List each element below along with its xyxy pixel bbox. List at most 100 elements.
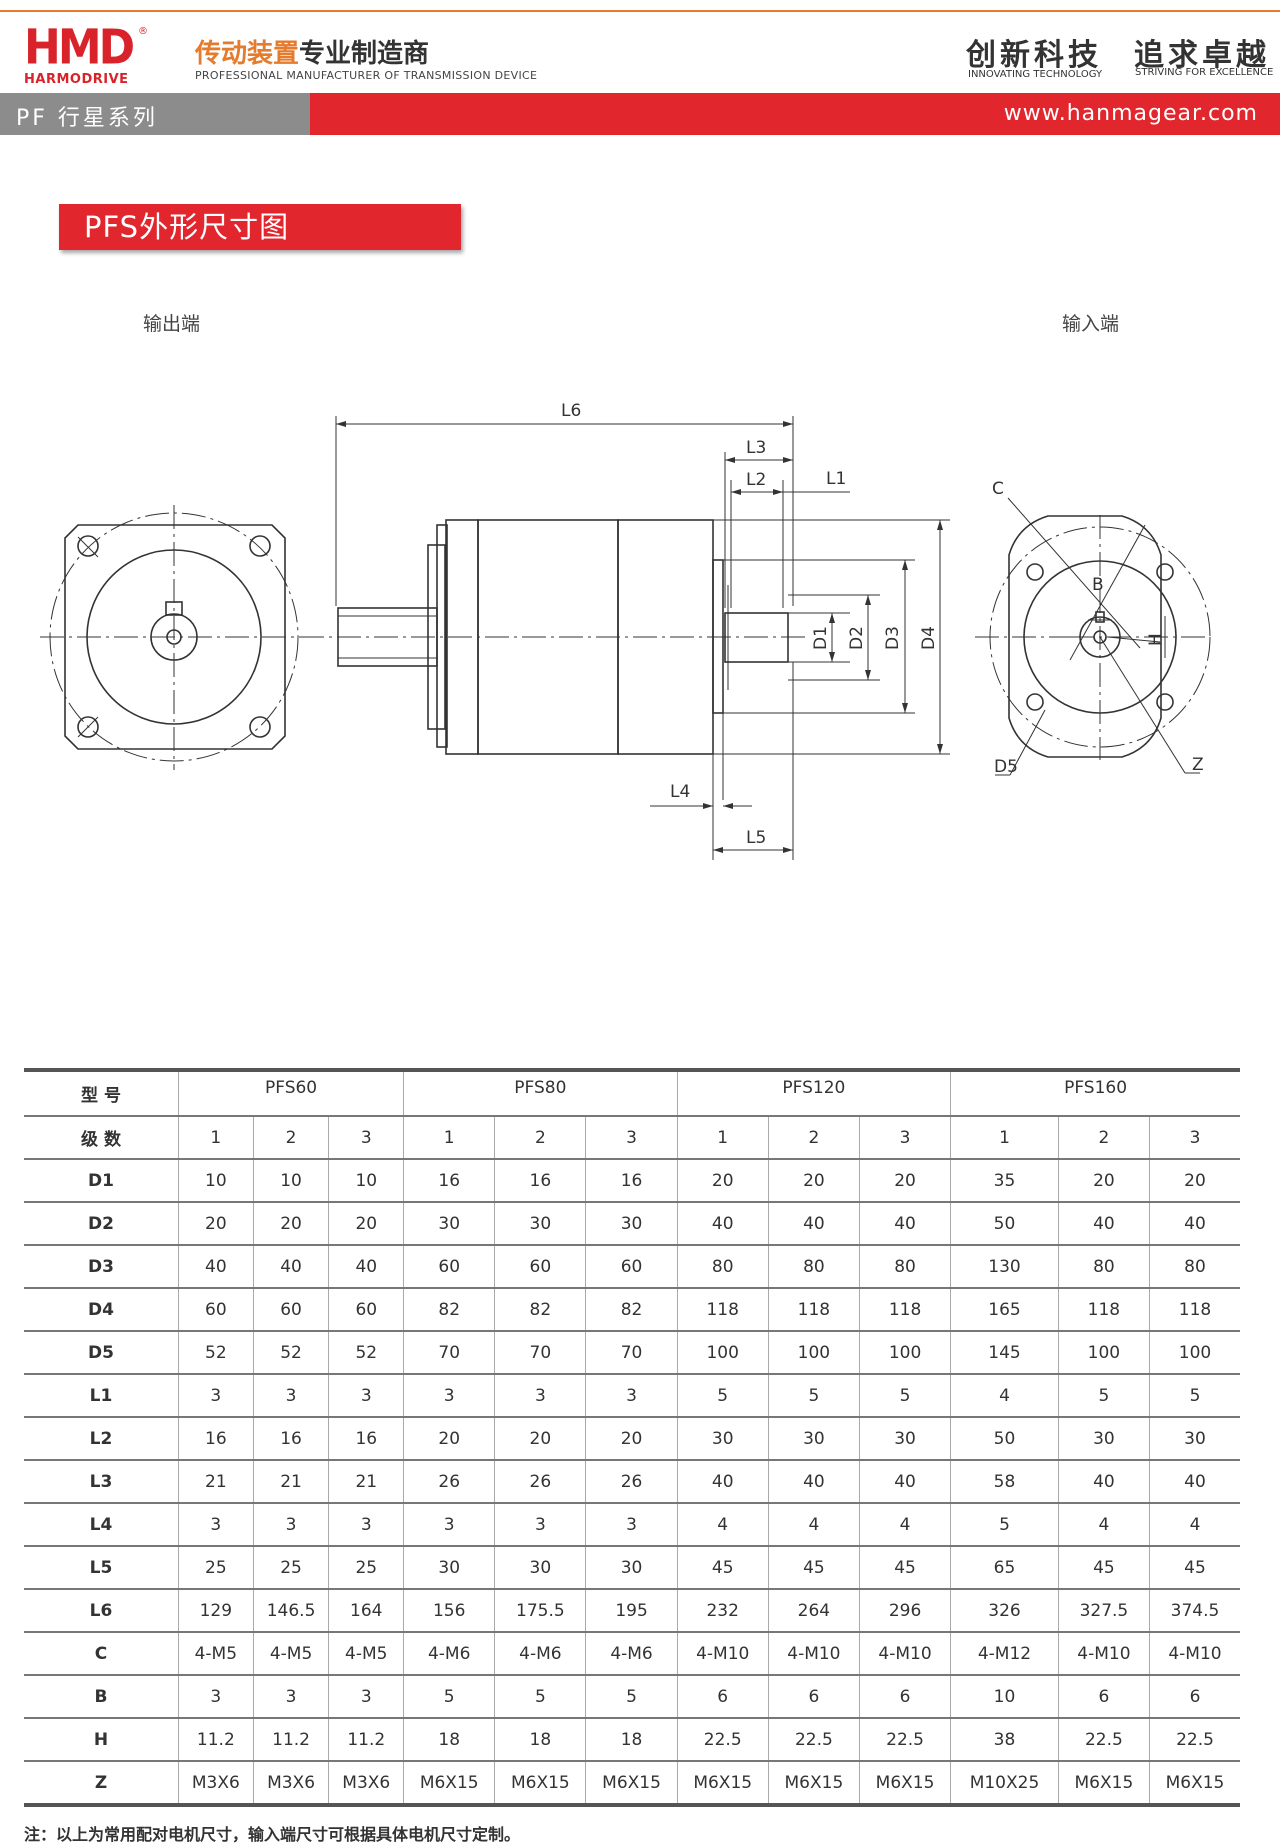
row-header: D5 — [24, 1331, 179, 1375]
table-cell: 22.5 — [676, 1718, 769, 1762]
table-cell: 4-M10 — [1148, 1632, 1240, 1676]
table-cell: 6 — [858, 1675, 951, 1719]
table-cell: 10 — [178, 1159, 254, 1203]
table-cell: 4-M10 — [676, 1632, 769, 1676]
table-cell: 26 — [403, 1460, 495, 1504]
table-cell: 80 — [1057, 1245, 1150, 1289]
table-cell: 4-M12 — [950, 1632, 1059, 1676]
table-cell: 118 — [767, 1288, 860, 1332]
table-cell: 5 — [585, 1675, 678, 1719]
table-cell: 35 — [950, 1159, 1059, 1203]
table-cell: 20 — [858, 1159, 951, 1203]
table-row-stage: 级 数 1 2 3 1 2 3 1 2 3 1 2 3 — [24, 1116, 1240, 1160]
input-end-label: 输入端 — [1062, 313, 1120, 335]
table-cell: M3X6 — [178, 1761, 254, 1806]
table-cell: 30 — [585, 1546, 678, 1590]
table-cell: 4-M10 — [767, 1632, 860, 1676]
table-cell: 20 — [767, 1159, 860, 1203]
row-header: D3 — [24, 1245, 179, 1289]
table-cell: 16 — [403, 1159, 495, 1203]
table-cell: 82 — [585, 1288, 678, 1332]
table-cell: 45 — [676, 1546, 769, 1590]
row-header: H — [24, 1718, 179, 1762]
model-header-pfs60: PFS60 — [177, 1070, 404, 1117]
table-cell: 3 — [328, 1374, 404, 1418]
table-cell: 30 — [1148, 1417, 1240, 1461]
table-cell: 4-M6 — [585, 1632, 678, 1676]
row-header-stage: 级 数 — [24, 1116, 179, 1160]
table-cell: 5 — [950, 1503, 1059, 1547]
table-cell: 70 — [585, 1331, 678, 1375]
table-cell: 4 — [950, 1374, 1059, 1418]
table-cell: 118 — [1057, 1288, 1150, 1332]
table-cell: 60 — [403, 1245, 495, 1289]
table-cell: M6X15 — [1148, 1761, 1240, 1806]
model-header-pfs120: PFS120 — [676, 1070, 951, 1117]
row-header: L1 — [24, 1374, 179, 1418]
table-cell: 38 — [950, 1718, 1059, 1762]
table-cell: M6X15 — [767, 1761, 860, 1806]
table-cell: 11.2 — [328, 1718, 404, 1762]
model-header-pfs80: PFS80 — [403, 1070, 678, 1117]
table-cell: 3 — [585, 1374, 678, 1418]
table-cell: 4-M5 — [328, 1632, 404, 1676]
dim-label-L6: L6 — [561, 401, 581, 421]
table-cell: 18 — [494, 1718, 586, 1762]
table-cell: 10 — [252, 1159, 329, 1203]
table-cell: 16 — [585, 1159, 678, 1203]
table-cell: 20 — [676, 1159, 769, 1203]
row-header: L6 — [24, 1589, 179, 1633]
dim-label-Z: Z — [1192, 755, 1204, 775]
table-cell: 21 — [328, 1460, 404, 1504]
table-cell: 40 — [767, 1202, 860, 1246]
row-header: C — [24, 1632, 179, 1676]
website-link[interactable]: www.hanmagear.com — [1003, 101, 1258, 126]
dim-label-B: B — [1092, 575, 1104, 595]
table-cell: 26 — [585, 1460, 678, 1504]
table-cell: 30 — [403, 1546, 495, 1590]
table-cell: 118 — [676, 1288, 769, 1332]
table-cell: 70 — [403, 1331, 495, 1375]
table-cell: 118 — [1148, 1288, 1240, 1332]
table-cell: 50 — [950, 1202, 1059, 1246]
table-cell: 374.5 — [1148, 1589, 1240, 1633]
table-cell: 165 — [950, 1288, 1059, 1332]
table-cell: 50 — [950, 1417, 1059, 1461]
table-cell: M6X15 — [403, 1761, 495, 1806]
table-cell: 22.5 — [1057, 1718, 1150, 1762]
table-cell: 164 — [328, 1589, 404, 1633]
table-cell: M6X15 — [585, 1761, 678, 1806]
table-cell: 30 — [858, 1417, 951, 1461]
table-cell: 21 — [252, 1460, 329, 1504]
slogan-innovation: 创新科技 — [966, 38, 1102, 73]
table-cell: 4 — [767, 1503, 860, 1547]
table-cell: 4 — [1057, 1503, 1150, 1547]
table-cell: 3 — [178, 1503, 254, 1547]
table-cell: 58 — [950, 1460, 1059, 1504]
table-cell: 20 — [494, 1417, 586, 1461]
table-cell: 130 — [950, 1245, 1059, 1289]
table-cell: 40 — [178, 1245, 254, 1289]
table-cell: 20 — [403, 1417, 495, 1461]
series-band — [0, 93, 310, 135]
dim-label-D5: D5 — [994, 757, 1018, 777]
table-cell: 3 — [178, 1374, 254, 1418]
table-cell: 80 — [767, 1245, 860, 1289]
table-cell: 26 — [494, 1460, 586, 1504]
stage-cell: 2 — [1057, 1116, 1150, 1160]
table-cell: 22.5 — [767, 1718, 860, 1762]
table-cell: 3 — [585, 1503, 678, 1547]
table-cell: 40 — [252, 1245, 329, 1289]
table-cell: 3 — [403, 1374, 495, 1418]
table-cell: 40 — [328, 1245, 404, 1289]
table-cell: 18 — [585, 1718, 678, 1762]
